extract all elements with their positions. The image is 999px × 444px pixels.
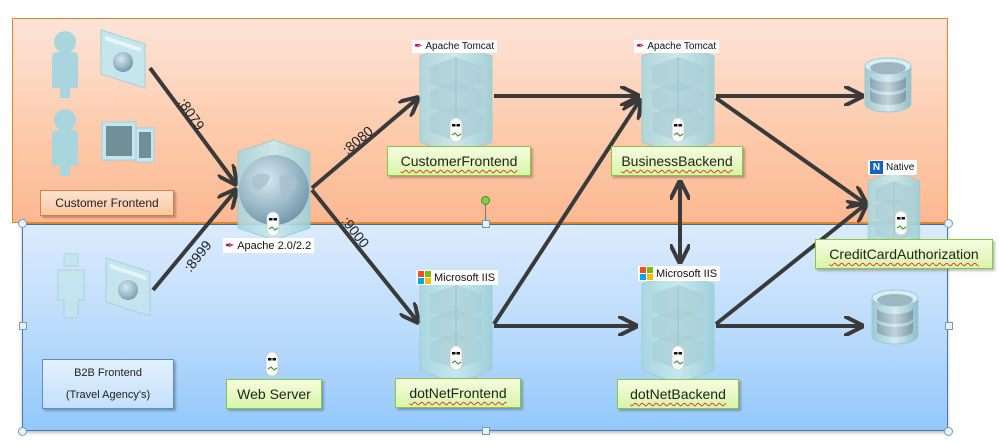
browser-icon <box>100 29 146 89</box>
arrow-webserver-to-dotnetfrontend[interactable] <box>310 188 418 322</box>
database-icon <box>871 289 919 345</box>
windows-logo-icon <box>418 271 431 284</box>
database-icon <box>864 57 912 113</box>
browser-icon <box>105 257 151 317</box>
arrow-businessbackend-to-creditcard[interactable] <box>714 96 866 204</box>
zone-label-text: Customer Frontend <box>55 196 159 210</box>
node-label-text: CustomerFrontend <box>400 153 518 169</box>
iis-badge: Microsoft IIS <box>416 270 499 285</box>
agent-icon <box>449 345 463 371</box>
user-icon <box>57 253 85 319</box>
dotnet-backend-label[interactable]: dotNetBackend <box>617 379 739 409</box>
badge-text: Microsoft IIS <box>656 267 718 280</box>
node-label-text: dotNetFrontend <box>409 385 507 401</box>
zone-label-text: (Travel Agency's) <box>65 389 151 401</box>
arrow-dotnetbackend-to-creditcard[interactable] <box>714 204 866 326</box>
arrow-webserver-to-customerfrontend[interactable] <box>310 98 418 190</box>
node-label-text: BusinessBackend <box>621 153 733 169</box>
apache-feather-icon: ✒ <box>414 41 423 52</box>
agent-icon <box>266 211 280 237</box>
badge-text: Microsoft IIS <box>434 271 496 284</box>
zone-label-text: B2B Frontend <box>74 367 142 379</box>
node-label-text: dotNetBackend <box>630 386 726 402</box>
agent-icon <box>671 345 685 371</box>
badge-text: Native <box>886 162 915 173</box>
resize-handle-left-middle[interactable] <box>19 322 27 330</box>
rotate-handle-stem <box>485 205 486 220</box>
resize-handle-right-middle[interactable] <box>945 322 953 330</box>
b2b-frontend-zone-label[interactable]: B2B Frontend (Travel Agency's) <box>42 359 174 409</box>
iis-badge: Microsoft IIS <box>638 266 721 281</box>
connections <box>148 66 866 326</box>
resize-handle-top-left[interactable] <box>18 219 27 228</box>
native-badge: N Native <box>868 160 918 175</box>
customer-frontend-label[interactable]: CustomerFrontend <box>387 146 531 176</box>
tomcat-badge: ✒ Apache Tomcat <box>634 40 720 53</box>
agent-icon <box>449 117 463 143</box>
dotnet-frontend-label[interactable]: dotNetFrontend <box>395 378 521 408</box>
agent-icon <box>894 210 908 236</box>
agent-icon <box>671 117 685 143</box>
tomcat-badge: ✒ Apache Tomcat <box>412 40 498 53</box>
node-label-text: CreditCardAuthorization <box>829 246 979 262</box>
user-icon <box>52 31 78 98</box>
rotate-handle[interactable] <box>481 196 490 205</box>
customer-frontend-zone-label[interactable]: Customer Frontend <box>40 190 174 216</box>
resize-handle-bottom-middle[interactable] <box>482 427 490 435</box>
windows-logo-icon <box>640 267 653 280</box>
web-server-label[interactable]: Web Server <box>226 379 322 409</box>
resize-handle-top-right[interactable] <box>944 219 953 228</box>
badge-text: Apache Tomcat <box>425 41 495 52</box>
badge-text: Apache 2.0/2.2 <box>237 239 312 252</box>
tablet-phone-icon <box>101 121 155 163</box>
resize-handle-bottom-right[interactable] <box>944 427 953 436</box>
apache-feather-icon: ✒ <box>636 41 645 52</box>
native-n-icon: N <box>870 161 883 174</box>
globe-server-icon <box>237 139 311 241</box>
apache-badge: ✒ Apache 2.0/2.2 <box>223 238 315 253</box>
node-label-text: Web Server <box>237 386 311 402</box>
resize-handle-top-middle[interactable] <box>482 220 490 228</box>
arrow-dotnetfrontend-to-businessbackend[interactable] <box>492 100 640 326</box>
arrow-customer-to-webserver[interactable] <box>148 66 236 184</box>
apache-feather-icon: ✒ <box>225 240 235 252</box>
badge-text: Apache Tomcat <box>647 41 717 52</box>
business-backend-label[interactable]: BusinessBackend <box>611 146 743 176</box>
arrow-b2b-to-webserver[interactable] <box>151 190 236 292</box>
resize-handle-bottom-left[interactable] <box>18 427 27 436</box>
user-icon <box>52 109 78 176</box>
agent-icon <box>265 351 279 377</box>
credit-card-authorization-label[interactable]: CreditCardAuthorization <box>815 239 993 269</box>
